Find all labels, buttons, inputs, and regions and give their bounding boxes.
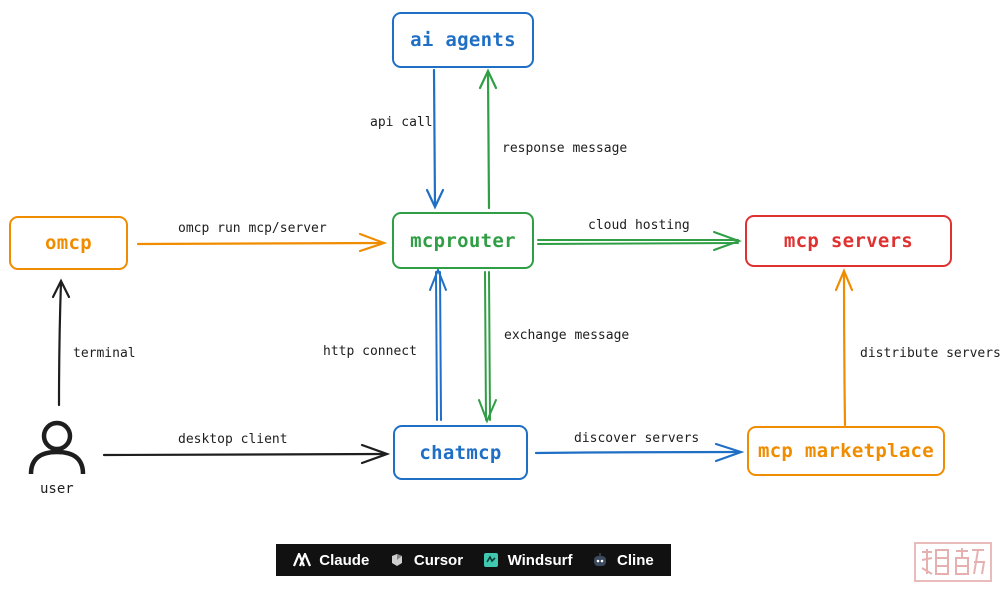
label-exchange-message: exchange message [504, 328, 630, 343]
tool-claude[interactable]: Claude [293, 551, 369, 569]
user-label: user [40, 481, 74, 497]
edge-cloud-hosting [537, 231, 742, 251]
label-omcp-run: omcp run mcp/server [178, 221, 327, 236]
user-icon [28, 420, 86, 475]
tool-cline[interactable]: Cline [591, 551, 654, 569]
label-response-message: response message [502, 141, 628, 156]
edge-distribute-servers [834, 268, 854, 427]
node-mcp-servers[interactable]: mcp servers [745, 215, 952, 267]
edge-terminal [51, 278, 71, 407]
label-http-connect: http connect [323, 344, 417, 359]
tool-label: Claude [319, 551, 370, 569]
edge-discover-servers [534, 442, 745, 463]
edge-desktop-client [102, 443, 391, 465]
edge-response-message [478, 68, 498, 210]
node-mcp-marketplace[interactable]: mcp marketplace [747, 426, 945, 476]
client-toolbar: Claude Cursor Windsurf Cline [276, 544, 671, 576]
edge-api-call [425, 68, 445, 210]
label-distribute-servers: distribute servers [860, 346, 1000, 361]
tool-label: Cursor [413, 551, 464, 569]
tool-cursor[interactable]: Cursor [388, 551, 463, 569]
cursor-icon [388, 551, 406, 569]
edge-omcp-run [136, 232, 388, 253]
tool-label: Windsurf [507, 551, 573, 569]
label-cloud-hosting: cloud hosting [588, 218, 690, 233]
node-omcp[interactable]: omcp [9, 216, 128, 270]
edge-http-connect [429, 267, 447, 421]
tool-windsurf[interactable]: Windsurf [482, 551, 573, 569]
label-discover-servers: discover servers [574, 431, 700, 446]
label-api-call: api call [370, 115, 433, 130]
claude-icon [293, 551, 312, 569]
tool-label: Cline [617, 551, 654, 569]
edge-exchange-message [478, 271, 497, 424]
node-chatmcp[interactable]: chatmcp [393, 425, 528, 480]
label-desktop-client: desktop client [178, 432, 288, 447]
node-ai-agents[interactable]: ai agents [392, 12, 534, 68]
windsurf-icon [482, 551, 500, 569]
cline-icon [591, 551, 609, 569]
watermark-seal-icon [914, 542, 992, 582]
label-terminal: terminal [73, 346, 136, 361]
node-mcprouter[interactable]: mcprouter [392, 212, 534, 269]
